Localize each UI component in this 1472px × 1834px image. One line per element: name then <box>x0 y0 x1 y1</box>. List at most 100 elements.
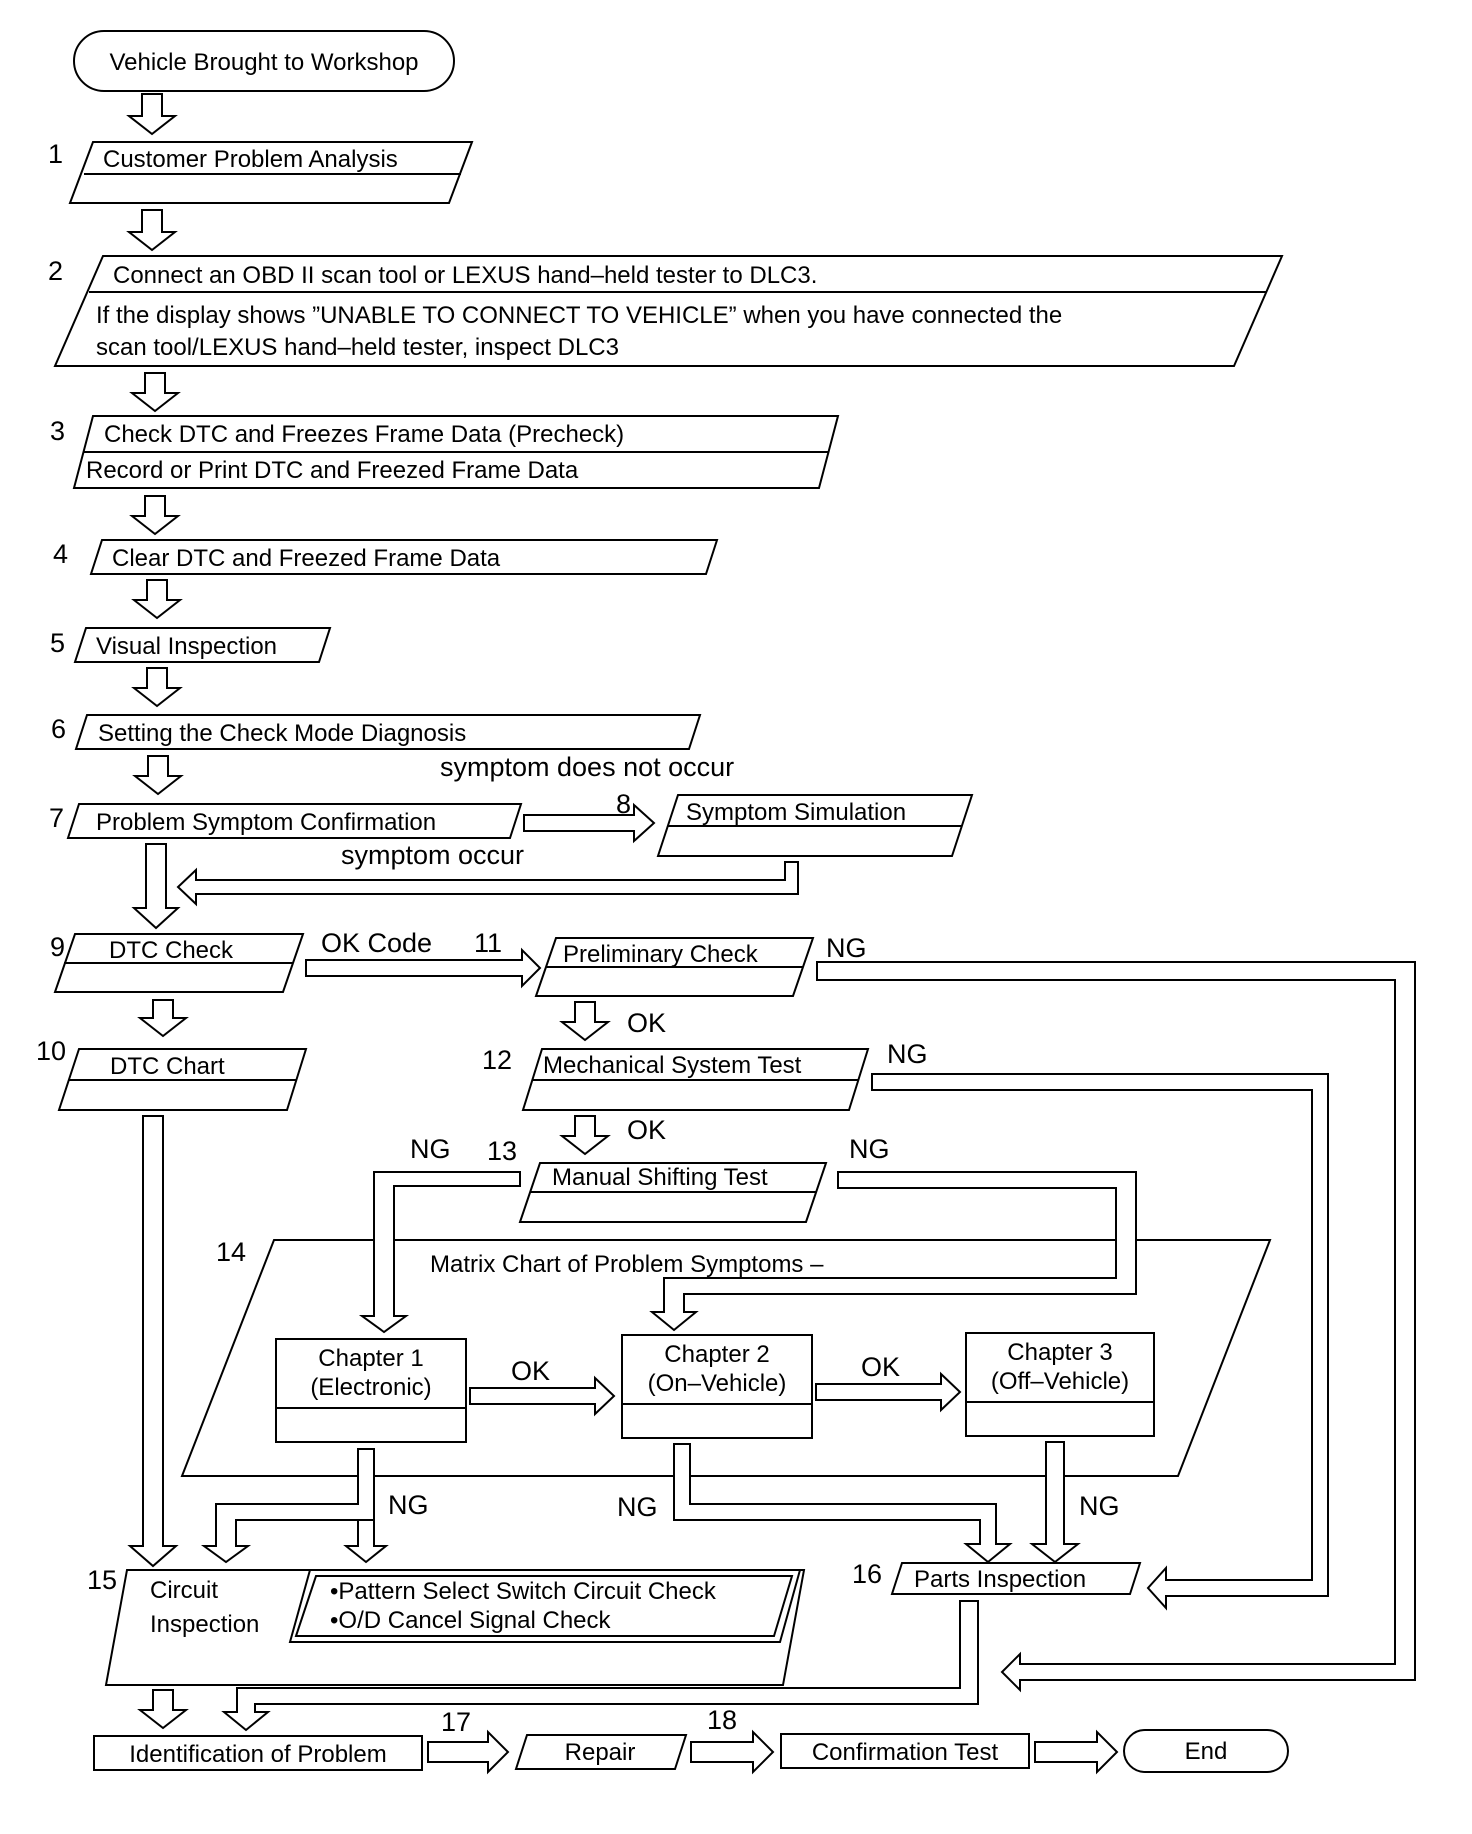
step-number: 15 <box>87 1565 117 1595</box>
chapter-2-box: Chapter 2 (On–Vehicle) <box>621 1334 813 1439</box>
chapter-3-box: Chapter 3 (Off–Vehicle) <box>965 1332 1155 1437</box>
step-label: Check DTC and Freezes Frame Data (Preche… <box>104 421 624 448</box>
down-arrow <box>131 843 181 930</box>
label-ng: NG <box>410 1134 451 1164</box>
step-18-confirmation-test: Confirmation Test <box>780 1733 1030 1769</box>
step-number: 17 <box>441 1707 471 1737</box>
step-11-preliminary-check: Preliminary Check <box>534 937 815 997</box>
right-arrow <box>1034 1729 1119 1775</box>
label-ok: OK <box>627 1008 666 1038</box>
down-arrow <box>132 755 184 796</box>
label-ok: OK <box>511 1356 550 1386</box>
step-13-manual-shifting-test: 13 Manual Shifting Test <box>487 1136 828 1223</box>
ng-route-arrow <box>871 1073 1329 1611</box>
label-ok: OK <box>861 1352 900 1382</box>
step-number: 8 <box>616 789 631 819</box>
down-arrow <box>127 1115 179 1568</box>
right-arrow <box>690 1729 775 1775</box>
step-label: DTC Check <box>109 937 234 964</box>
step-6-check-mode: 6 Setting the Check Mode Diagnosis <box>51 714 702 750</box>
step-12-mechanical-system-test: 12 Mechanical System Test <box>482 1045 870 1111</box>
step-4-clear-dtc: 4 Clear DTC and Freezed Frame Data <box>53 539 719 575</box>
step-label: Mechanical System Test <box>543 1052 802 1079</box>
step-17-repair: Repair <box>514 1734 688 1770</box>
ng-route-arrow <box>649 1171 1137 1332</box>
step-label: Repair <box>565 1739 636 1766</box>
down-arrow <box>559 1115 611 1156</box>
step-label: Matrix Chart of Problem Symptoms – <box>430 1251 824 1278</box>
step-5-visual-inspection: 5 Visual Inspection <box>50 627 332 663</box>
down-arrow <box>131 579 183 620</box>
step-label: Circuit <box>150 1577 218 1604</box>
step-label: Setting the Check Mode Diagnosis <box>98 720 466 747</box>
down-arrow <box>126 209 178 252</box>
step-2-connect-obd-tool: 2 Connect an OBD II scan tool or LEXUS h… <box>48 255 1284 367</box>
end-terminal: End <box>1123 1729 1289 1773</box>
step-number: 16 <box>852 1559 882 1589</box>
step-label: Confirmation Test <box>812 1739 999 1766</box>
label-ok-code: OK Code <box>321 928 432 958</box>
step-number: 12 <box>482 1045 512 1075</box>
step-number: 6 <box>51 714 66 744</box>
start-terminal: Vehicle Brought to Workshop <box>73 30 455 92</box>
step-label: Connect an OBD II scan tool or LEXUS han… <box>113 262 817 289</box>
step-3-check-dtc: 3 Check DTC and Freezes Frame Data (Prec… <box>50 415 840 489</box>
down-arrow <box>137 999 189 1038</box>
right-arrow <box>523 802 656 844</box>
step-label: Clear DTC and Freezed Frame Data <box>112 545 501 572</box>
step-7-problem-symptom-confirmation: 7 Problem Symptom Confirmation <box>49 803 523 839</box>
step-label: Preliminary Check <box>563 941 759 968</box>
return-arrow <box>176 861 799 907</box>
step-label: Customer Problem Analysis <box>103 146 398 173</box>
step-number: 11 <box>474 928 502 958</box>
step-8-symptom-simulation: Symptom Simulation <box>656 794 974 857</box>
step-1-customer-problem-analysis: 1 Customer Problem Analysis <box>48 139 474 204</box>
identification-of-problem: Identification of Problem <box>93 1735 423 1771</box>
ng-route-arrow <box>200 1448 375 1564</box>
down-arrow <box>559 1001 611 1042</box>
chapter-title: Chapter 3 <box>1007 1339 1112 1366</box>
down-arrow <box>126 93 178 136</box>
step-number: 2 <box>48 256 63 286</box>
label-ng: NG <box>1079 1491 1120 1521</box>
chapter-1-box: Chapter 1 (Electronic) <box>275 1338 467 1443</box>
step-number: 7 <box>49 803 64 833</box>
return-arrow <box>221 1600 979 1732</box>
step-9-dtc-check: 9 DTC Check <box>50 932 305 993</box>
ng-route-arrow <box>673 1443 1013 1564</box>
identification-label: Identification of Problem <box>129 1741 386 1768</box>
step-number: 1 <box>48 139 63 169</box>
circuit-check-item: •O/D Cancel Signal Check <box>330 1607 612 1634</box>
step-number: 18 <box>707 1705 737 1735</box>
ng-route-arrow <box>358 1171 521 1334</box>
label-symptom-does-not-occur: symptom does not occur <box>440 752 734 782</box>
step-note: scan tool/LEXUS hand–held tester, inspec… <box>96 334 619 361</box>
circuit-check-item: •Pattern Select Switch Circuit Check <box>330 1578 717 1605</box>
step-note: If the display shows ”UNABLE TO CONNECT … <box>96 302 1062 329</box>
right-arrow <box>469 1375 616 1417</box>
start-label: Vehicle Brought to Workshop <box>109 49 418 76</box>
right-arrow <box>427 1729 510 1775</box>
ng-route-arrow <box>816 961 1416 1693</box>
step-label: DTC Chart <box>110 1053 225 1080</box>
ng-route-arrow <box>343 1519 389 1564</box>
step-number: 5 <box>50 628 65 658</box>
down-arrow <box>129 495 181 536</box>
label-ng: NG <box>388 1490 429 1520</box>
label-symptom-occur: symptom occur <box>341 840 524 870</box>
step-note: Record or Print DTC and Freezed Frame Da… <box>86 457 579 484</box>
step-number: 13 <box>487 1136 517 1166</box>
step-label-line2: Inspection <box>150 1611 259 1638</box>
label-ng: NG <box>849 1134 890 1164</box>
chapter-subtitle: (Off–Vehicle) <box>991 1368 1129 1395</box>
down-arrow <box>1029 1441 1081 1564</box>
right-arrow <box>815 1371 962 1413</box>
chapter-title: Chapter 2 <box>664 1341 769 1368</box>
step-label: Problem Symptom Confirmation <box>96 809 436 836</box>
step-number: 14 <box>216 1237 246 1267</box>
label-ng: NG <box>826 933 867 963</box>
step-number: 3 <box>50 416 65 446</box>
step-number: 4 <box>53 539 68 569</box>
label-ng: NG <box>617 1492 658 1522</box>
